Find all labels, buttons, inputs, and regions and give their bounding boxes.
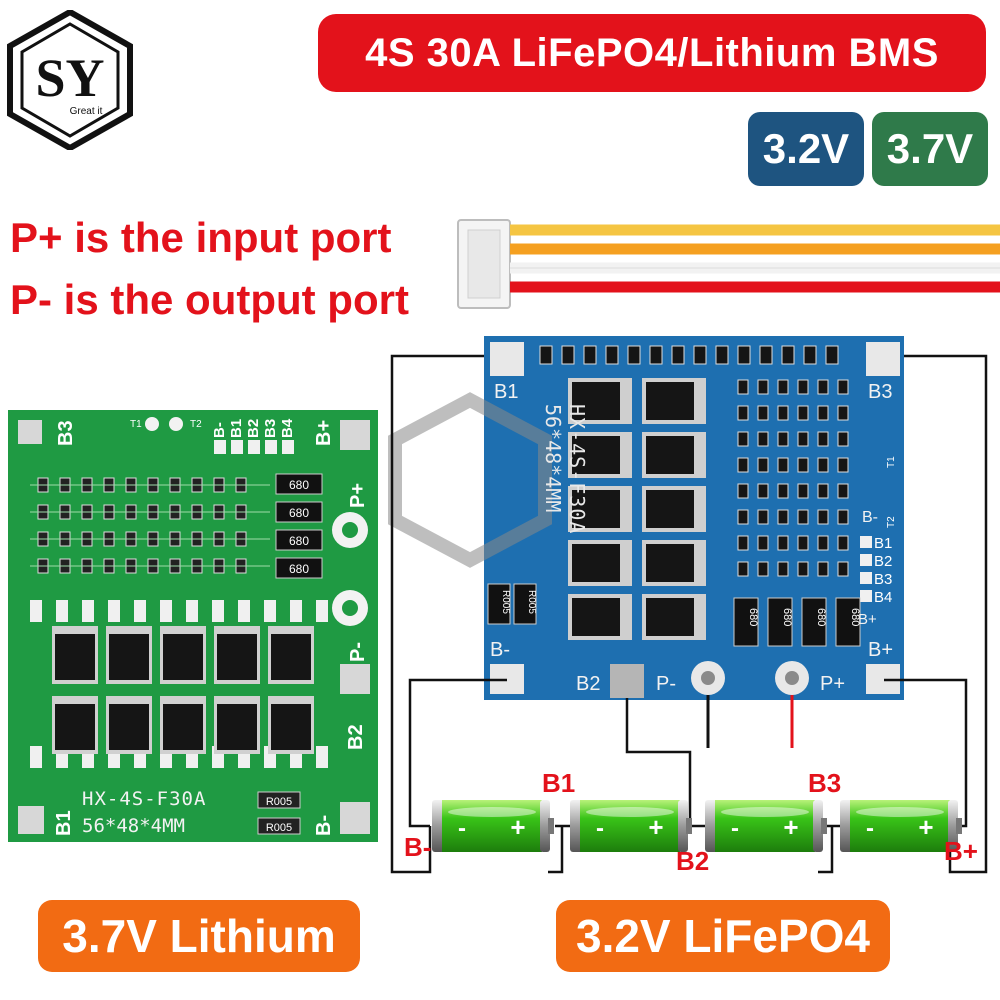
battery-cell: -+ bbox=[570, 800, 692, 852]
blue-resistor-label: 680 bbox=[747, 608, 759, 626]
wire-label-bplus: B+ bbox=[944, 836, 978, 866]
product-title-banner: 4S 30A LiFePO4/Lithium BMS bbox=[318, 14, 986, 92]
blue-header-label: B2 bbox=[874, 553, 892, 570]
green-model-text: HX-4S-F30A bbox=[82, 788, 206, 810]
blue-model-text: HX-4S-F30A bbox=[565, 404, 589, 534]
cell-plus-sign: + bbox=[783, 812, 798, 842]
green-resistor-label: 680 bbox=[289, 562, 309, 576]
cell-plus-sign: + bbox=[918, 812, 933, 842]
green-header-label: B- bbox=[211, 422, 228, 438]
blue-size-text: 56*48*4MM bbox=[541, 404, 565, 512]
green-header-label: B2 bbox=[245, 419, 262, 438]
blue-label-b1: B1 bbox=[494, 381, 518, 403]
wire-label-b3: B3 bbox=[808, 768, 842, 798]
blue-label-bplus-side: B+ bbox=[858, 611, 877, 628]
green-header-label: B1 bbox=[228, 419, 245, 438]
note-input-port: P+ is the input port bbox=[10, 214, 392, 261]
green-label-bplus: B+ bbox=[313, 420, 335, 446]
battery-cell: -+ bbox=[432, 800, 554, 852]
green-label-b3: B3 bbox=[55, 420, 77, 446]
blue-bms-board: 680 680 680 680 R005 R005 B1 B3 B- B- B2 P-… bbox=[388, 336, 904, 700]
voltage-badge-3v2: 3.2V bbox=[748, 112, 864, 186]
cell-plus-sign: + bbox=[648, 812, 663, 842]
green-label-b2: B2 bbox=[345, 724, 367, 750]
blue-label-bminus-side: B- bbox=[862, 509, 878, 526]
balance-connector-cable bbox=[457, 219, 1000, 309]
green-label-t1: T1 bbox=[130, 419, 142, 430]
battery-cell: -+ bbox=[705, 800, 827, 852]
green-bms-board: R005 R005 680 680 680 680 B3 B+ P+ P- B2 B1… bbox=[8, 410, 378, 842]
battery-cells: -+-+-+-+ bbox=[432, 800, 962, 852]
green-resistor-label: 680 bbox=[289, 506, 309, 520]
green-sense-res-2: R005 bbox=[266, 822, 292, 834]
logo-letters: SY bbox=[35, 48, 104, 108]
blue-label-t2: T2 bbox=[886, 516, 897, 528]
blue-resistor-label: 680 bbox=[781, 608, 793, 626]
blue-label-b2: B2 bbox=[576, 673, 600, 695]
note-output-port: P- is the output port bbox=[10, 276, 409, 323]
cell-minus-sign: - bbox=[596, 815, 604, 842]
green-label-pminus: P- bbox=[347, 642, 369, 662]
blue-header-label: B3 bbox=[874, 571, 892, 588]
wire-label-b2: B2 bbox=[676, 846, 710, 876]
cell-plus-sign: + bbox=[510, 812, 525, 842]
blue-sense-res-2: R005 bbox=[526, 590, 537, 614]
brand-logo: SY Great it bbox=[7, 10, 133, 150]
blue-label-bminus: B- bbox=[490, 639, 510, 661]
green-label-pplus: P+ bbox=[347, 483, 369, 508]
logo-tagline: Great it bbox=[70, 106, 103, 117]
green-label-t2: T2 bbox=[190, 419, 202, 430]
green-size-text: 56*48*4MM bbox=[82, 815, 185, 837]
cell-minus-sign: - bbox=[458, 815, 466, 842]
blue-resistor-label: 680 bbox=[815, 608, 827, 626]
green-header-label: B4 bbox=[279, 418, 296, 438]
wiring-diagram bbox=[390, 354, 988, 874]
green-resistor-label: 680 bbox=[289, 478, 309, 492]
voltage-badge-3v7: 3.7V bbox=[872, 112, 988, 186]
wire-label-bminus: B- bbox=[404, 832, 432, 862]
blue-label-b3: B3 bbox=[868, 381, 892, 403]
blue-label-pplus: P+ bbox=[820, 673, 845, 695]
wire-label-b1: B1 bbox=[542, 768, 576, 798]
green-label-bminus: B- bbox=[313, 815, 335, 836]
blue-header-label: B4 bbox=[874, 589, 892, 606]
blue-label-t1: T1 bbox=[886, 456, 897, 468]
green-label-b1: B1 bbox=[53, 810, 75, 836]
blue-sense-res-1: R005 bbox=[500, 590, 511, 614]
blue-label-bplus: B+ bbox=[868, 639, 893, 661]
caption-lifepo4: 3.2V LiFePO4 bbox=[556, 900, 890, 972]
green-sense-res-1: R005 bbox=[266, 796, 292, 808]
green-resistor-label: 680 bbox=[289, 534, 309, 548]
blue-header-label: B1 bbox=[874, 535, 892, 552]
battery-cell: -+ bbox=[840, 800, 962, 852]
caption-lithium: 3.7V Lithium bbox=[38, 900, 360, 972]
green-header-label: B3 bbox=[262, 419, 279, 438]
blue-resistor-label: 680 bbox=[849, 608, 861, 626]
cell-minus-sign: - bbox=[731, 815, 739, 842]
blue-label-pminus: P- bbox=[656, 673, 676, 695]
cell-minus-sign: - bbox=[866, 815, 874, 842]
